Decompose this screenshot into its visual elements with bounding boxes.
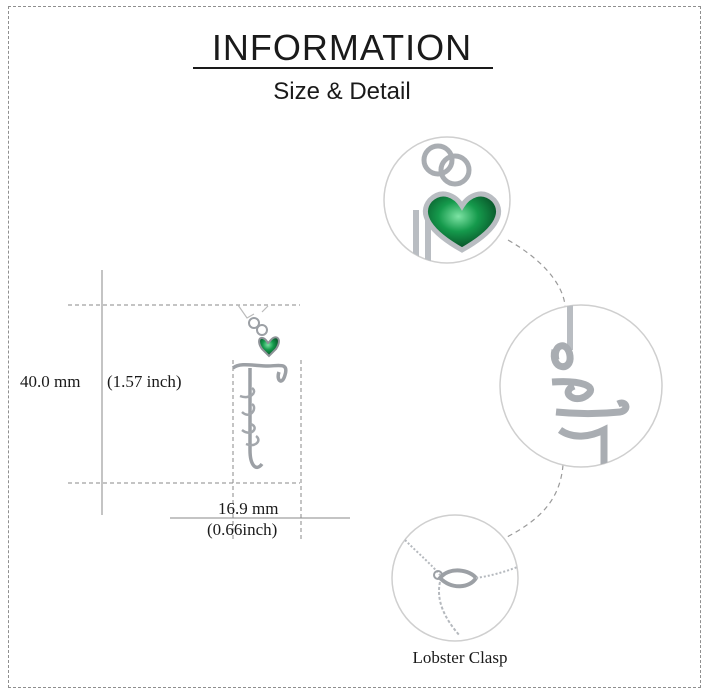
connector-top	[507, 239, 566, 311]
lobster-clasp-detail	[391, 514, 519, 642]
height-inch-label: (1.57 inch)	[107, 372, 182, 391]
page-title: INFORMATION	[211, 27, 473, 68]
clasp-caption: Lobster Clasp	[412, 648, 508, 667]
height-mm-label: 40.0 mm	[20, 372, 81, 391]
heart-gem-detail	[383, 136, 511, 264]
page-border	[8, 6, 701, 688]
width-inch-label: (0.66inch)	[207, 520, 278, 539]
faith-script-detail	[499, 304, 663, 468]
dimension-guides	[68, 270, 350, 540]
connector-bottom	[504, 464, 564, 539]
title-underline	[193, 67, 493, 69]
width-mm-label: 16.9 mm	[218, 499, 279, 518]
faith-pendant-image	[231, 304, 288, 470]
page-subtitle: Size & Detail	[273, 78, 411, 105]
